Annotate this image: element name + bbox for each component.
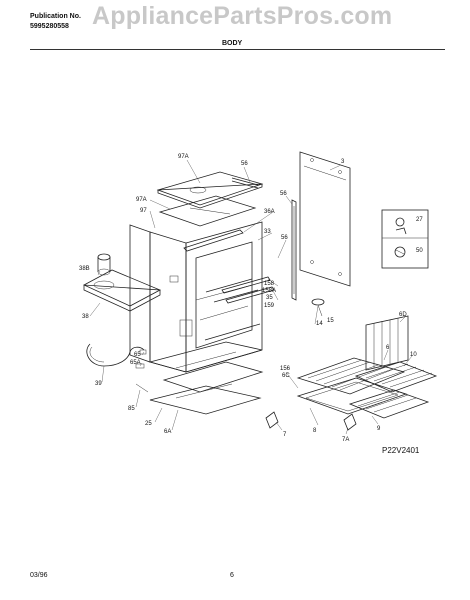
drawer-tray — [348, 389, 430, 419]
callout-labels: 97A 56 3 97A 97 56 36A 33 56 27 50 38B 3… — [79, 154, 423, 455]
footer-page-number: 6 — [230, 572, 234, 579]
callout-6: 6 — [386, 345, 390, 351]
callout-56-top: 56 — [241, 161, 248, 167]
rear-panel — [299, 151, 351, 287]
callout-97: 97 — [140, 208, 147, 214]
front-trim-strip — [183, 229, 244, 252]
side-trim-strip — [291, 199, 297, 301]
publication-number: 5995280558 — [30, 23, 69, 30]
burner-assembly — [83, 253, 161, 312]
section-title: BODY — [222, 40, 243, 47]
callout-6d: 6D — [399, 312, 407, 318]
callout-8: 8 — [313, 428, 317, 434]
callout-159: 159 — [264, 303, 275, 309]
leader-lines — [89, 159, 413, 435]
door-hinges — [265, 411, 357, 431]
inner-top-panel — [158, 195, 257, 227]
callout-38b: 38B — [79, 266, 90, 272]
callout-39: 39 — [95, 381, 102, 387]
oven-body — [129, 221, 275, 393]
callout-27: 27 — [416, 217, 423, 223]
callout-7a: 7A — [342, 437, 349, 443]
callout-25: 25 — [145, 421, 152, 427]
callout-7: 7 — [283, 432, 287, 438]
bottom-panel — [149, 383, 262, 415]
watermark-logo: AppliancePartsPros.com — [92, 2, 393, 30]
callout-15: 15 — [327, 318, 334, 324]
broiler-pan — [354, 361, 438, 393]
bracket-parts — [135, 349, 149, 393]
header-rule — [30, 49, 445, 50]
callout-33: 33 — [264, 229, 271, 235]
callout-9: 9 — [377, 426, 381, 432]
callout-3: 3 — [341, 159, 345, 165]
oven-rack — [365, 315, 409, 371]
callout-158a: 158A — [262, 288, 276, 294]
callout-6a: 6A — [164, 429, 171, 435]
footer-date: 03/96 — [30, 572, 48, 579]
callout-6c: 6C — [282, 373, 290, 379]
callout-97a: 97A — [136, 197, 147, 203]
callout-38: 38 — [82, 314, 89, 320]
top-panel — [156, 171, 264, 209]
grommet-part — [311, 298, 325, 317]
callout-156: 156 — [280, 366, 291, 372]
callout-97a-top: 97A — [178, 154, 189, 160]
callout-50: 50 — [416, 248, 423, 254]
diagram-code: P22V2401 — [382, 446, 420, 455]
callout-35: 35 — [266, 295, 273, 301]
callout-14: 14 — [316, 321, 323, 327]
callout-85: 85 — [128, 406, 135, 412]
callout-65: 65 — [134, 352, 141, 358]
callout-56-side: 56 — [280, 191, 287, 197]
callout-158: 158 — [264, 281, 275, 287]
callout-56-mid: 56 — [281, 235, 288, 241]
inset-detail-box — [381, 209, 429, 269]
power-cord — [86, 343, 145, 367]
callout-10: 10 — [410, 352, 417, 358]
callout-36a: 36A — [264, 209, 275, 215]
callout-65a: 65A — [130, 360, 141, 366]
publication-label: Publication No. — [30, 13, 81, 20]
